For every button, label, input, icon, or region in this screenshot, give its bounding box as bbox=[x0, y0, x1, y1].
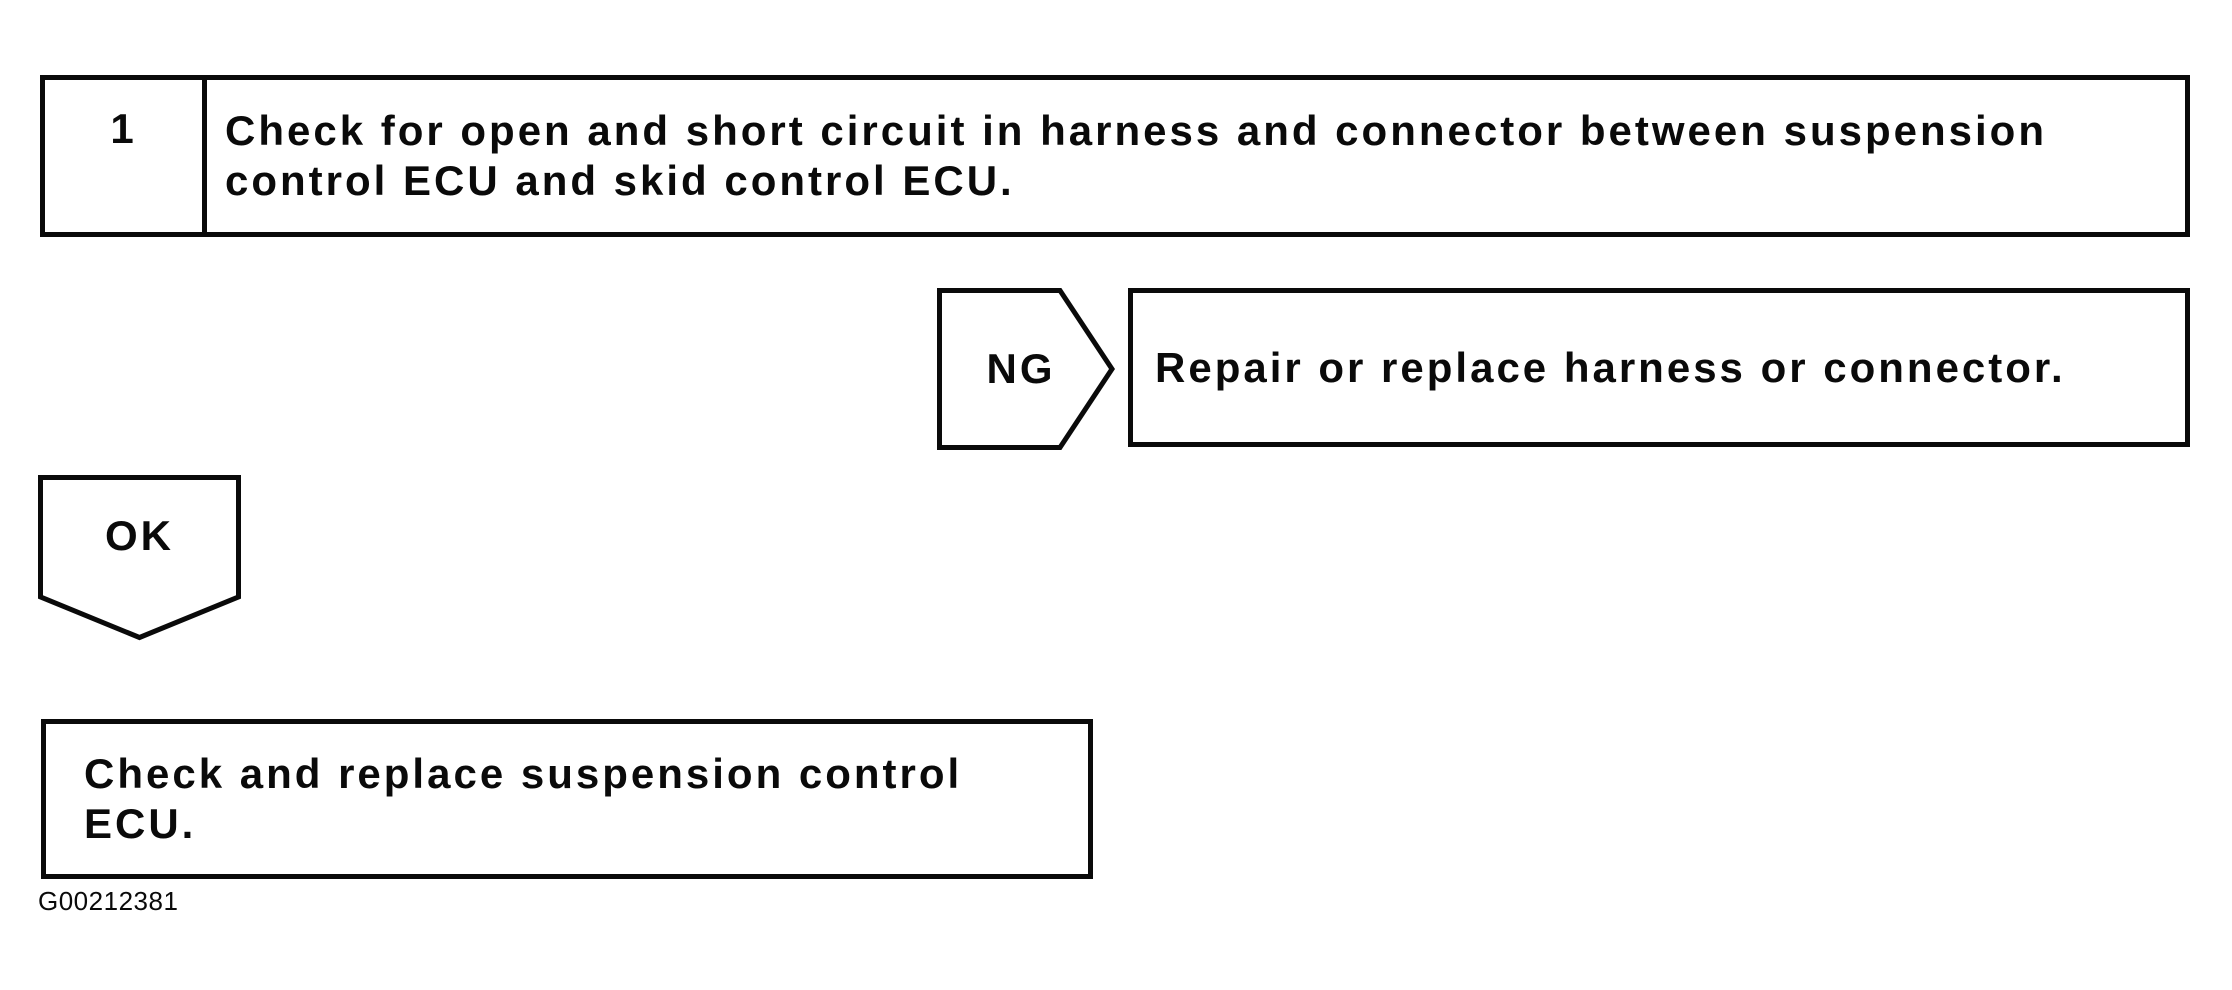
ng-label: NG bbox=[986, 345, 1056, 392]
ok-connector-shape: OK bbox=[38, 475, 241, 641]
step-instruction-text: Check for open and short circuit in harn… bbox=[225, 107, 2047, 204]
ng-action-box: Repair or replace harness or connector. bbox=[1128, 288, 2190, 447]
figure-id-label: G00212381 bbox=[38, 886, 179, 916]
ng-connector-shape: NG bbox=[937, 288, 1115, 450]
step-number: 1 bbox=[45, 80, 207, 232]
ok-label: OK bbox=[105, 512, 174, 559]
step-1-box: 1 Check for open and short circuit in ha… bbox=[40, 75, 2190, 237]
ng-pentagon-icon bbox=[937, 288, 1115, 450]
final-action-text: Check and replace suspension control ECU… bbox=[84, 750, 963, 847]
ok-pentagon-icon bbox=[38, 475, 241, 641]
ng-action-text: Repair or replace harness or connector. bbox=[1155, 343, 2066, 391]
final-action-box: Check and replace suspension control ECU… bbox=[41, 719, 1093, 879]
